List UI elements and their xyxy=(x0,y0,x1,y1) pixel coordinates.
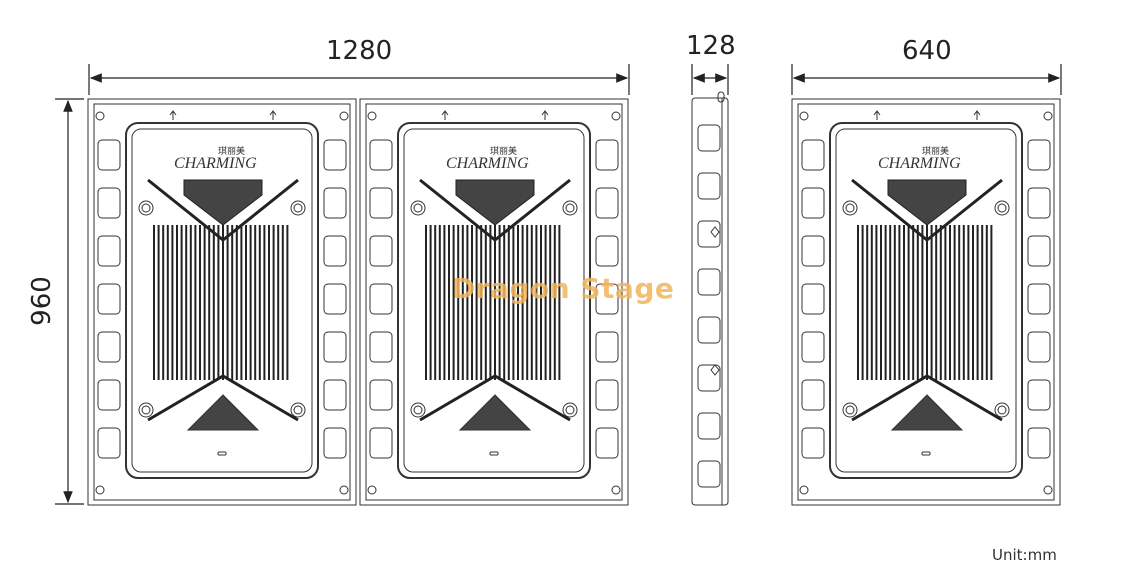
chinese-logo: 琪丽美 xyxy=(218,145,245,157)
unit-label: Unit:mm xyxy=(992,546,1057,564)
side-view-panel xyxy=(691,91,729,506)
chinese-logo: 琪丽美 xyxy=(922,145,949,157)
dimension-1280: 1280 xyxy=(326,36,393,66)
dimension-128: 128 xyxy=(686,31,736,61)
dimension-lines xyxy=(55,64,1062,505)
charming-logo: CHARMING xyxy=(174,155,257,172)
charming-logo: CHARMING xyxy=(878,155,961,172)
dimension-640: 640 xyxy=(902,36,952,66)
watermark: Dragon Stage xyxy=(452,272,675,305)
dimension-960: 960 xyxy=(27,276,57,326)
chinese-logo: 琪丽美 xyxy=(490,145,517,157)
charming-logo: CHARMING xyxy=(446,155,529,172)
